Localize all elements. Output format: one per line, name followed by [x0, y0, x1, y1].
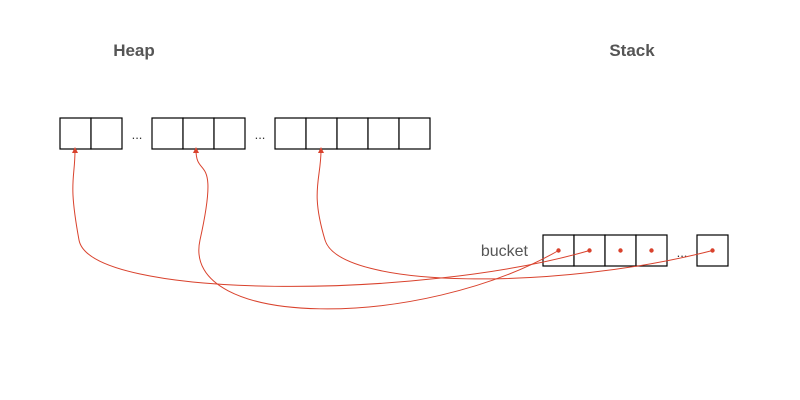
heap-group-2: [151, 117, 246, 150]
heap-title: Heap: [113, 41, 155, 60]
heap-cell: [398, 117, 431, 150]
pointer-dot: [649, 248, 654, 253]
heap-group-1: [59, 117, 123, 150]
stack-cell: [696, 234, 729, 267]
heap-group-3: [274, 117, 431, 150]
pointer-arrows: [71, 147, 713, 310]
pointer-arrow: [193, 147, 559, 310]
heap-cell: [274, 117, 307, 150]
heap-cell: [151, 117, 184, 150]
heap-cell: [213, 117, 246, 150]
heap-cell: [90, 117, 123, 150]
pointer-arrow: [316, 147, 713, 280]
heap-cell: [305, 117, 338, 150]
stack-ellipsis: ...: [677, 245, 688, 260]
heap-ellipsis: ...: [255, 127, 266, 142]
heap-cells: ......: [59, 117, 431, 150]
heap-cell: [59, 117, 92, 150]
bucket-label: bucket: [481, 243, 529, 260]
pointer-dot: [618, 248, 623, 253]
heap-ellipsis: ...: [132, 127, 143, 142]
pointer-arrow: [71, 147, 590, 287]
heap-cell: [182, 117, 215, 150]
heap-cell: [367, 117, 400, 150]
stack-title: Stack: [609, 41, 655, 60]
heap-cell: [336, 117, 369, 150]
stack-bucket-cells: ...: [542, 234, 729, 267]
